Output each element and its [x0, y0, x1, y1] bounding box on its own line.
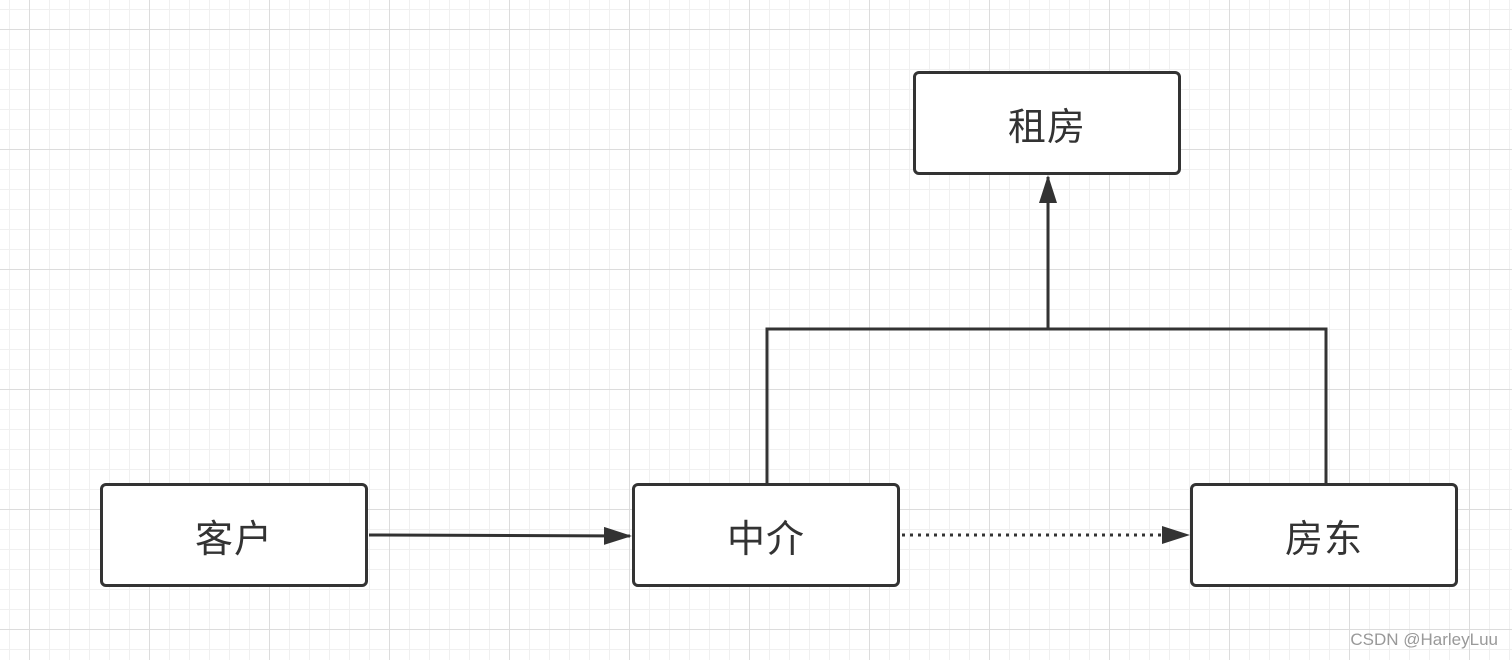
node-agent-label: 中介: [726, 516, 805, 561]
node-landlord: 房东: [1190, 483, 1458, 587]
arrow-client-to-agent: [368, 526, 632, 545]
watermark: CSDN @HarleyLuu: [1350, 630, 1498, 649]
node-client-label: 客户: [194, 516, 273, 561]
node-rent: 租房: [913, 71, 1181, 175]
node-rent-label: 租房: [1007, 104, 1086, 149]
node-landlord-label: 房东: [1284, 516, 1363, 561]
node-client: 客户: [100, 483, 368, 587]
connector-bracket: [765, 327, 1328, 483]
node-agent: 中介: [632, 483, 900, 587]
